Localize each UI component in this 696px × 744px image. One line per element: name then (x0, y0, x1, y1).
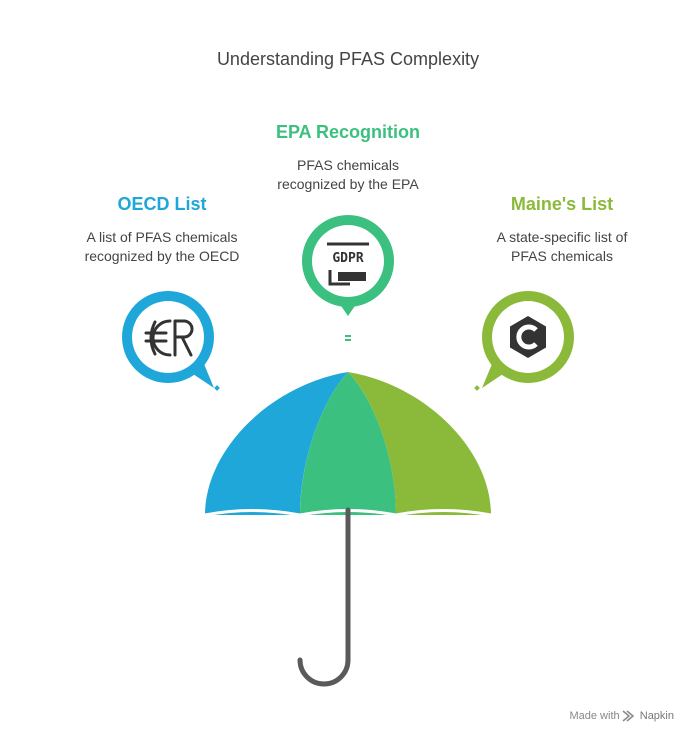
page-title: Understanding PFAS Complexity (216, 49, 480, 69)
umbrella-right-panel (348, 372, 491, 515)
description-line: recognized by the OECD (84, 248, 240, 264)
napkin-brand-label: Napkin (639, 710, 674, 722)
umbrella-middle-panel (300, 372, 396, 515)
description-line: A list of PFAS chemicals (86, 229, 238, 245)
napkin-logo-icon (622, 710, 635, 722)
description-line: A state-specific list of (496, 229, 628, 245)
umbrella-left-panel (205, 372, 348, 515)
euro-r-currency-icon (144, 319, 194, 357)
maines-list-description: A state-specific list of PFAS chemicals (432, 228, 692, 266)
oecd-list-heading: OECD List (117, 194, 207, 214)
oecd-pin (122, 291, 220, 391)
epa-recognition-heading: EPA Recognition (276, 122, 420, 142)
description-line: PFAS chemicals (297, 157, 399, 173)
oecd-list-description: A list of PFAS chemicals recognized by t… (32, 228, 292, 266)
epa-pin: GDPR (302, 215, 394, 341)
svg-text:GDPR: GDPR (332, 251, 363, 266)
epa-recognition-description: PFAS chemicals recognized by the EPA (228, 156, 468, 194)
made-with-label: Made with (569, 710, 620, 722)
c-hexagon-icon (510, 316, 546, 358)
gdpr-document-icon: GDPR (327, 242, 369, 286)
umbrella-handle (297, 507, 351, 687)
made-with-napkin-footer: Made with Napkin (569, 710, 674, 722)
maines-list-heading: Maine's List (510, 194, 614, 214)
description-line: recognized by the EPA (277, 176, 419, 192)
maine-pin (474, 291, 574, 391)
description-line: PFAS chemicals (511, 248, 613, 264)
